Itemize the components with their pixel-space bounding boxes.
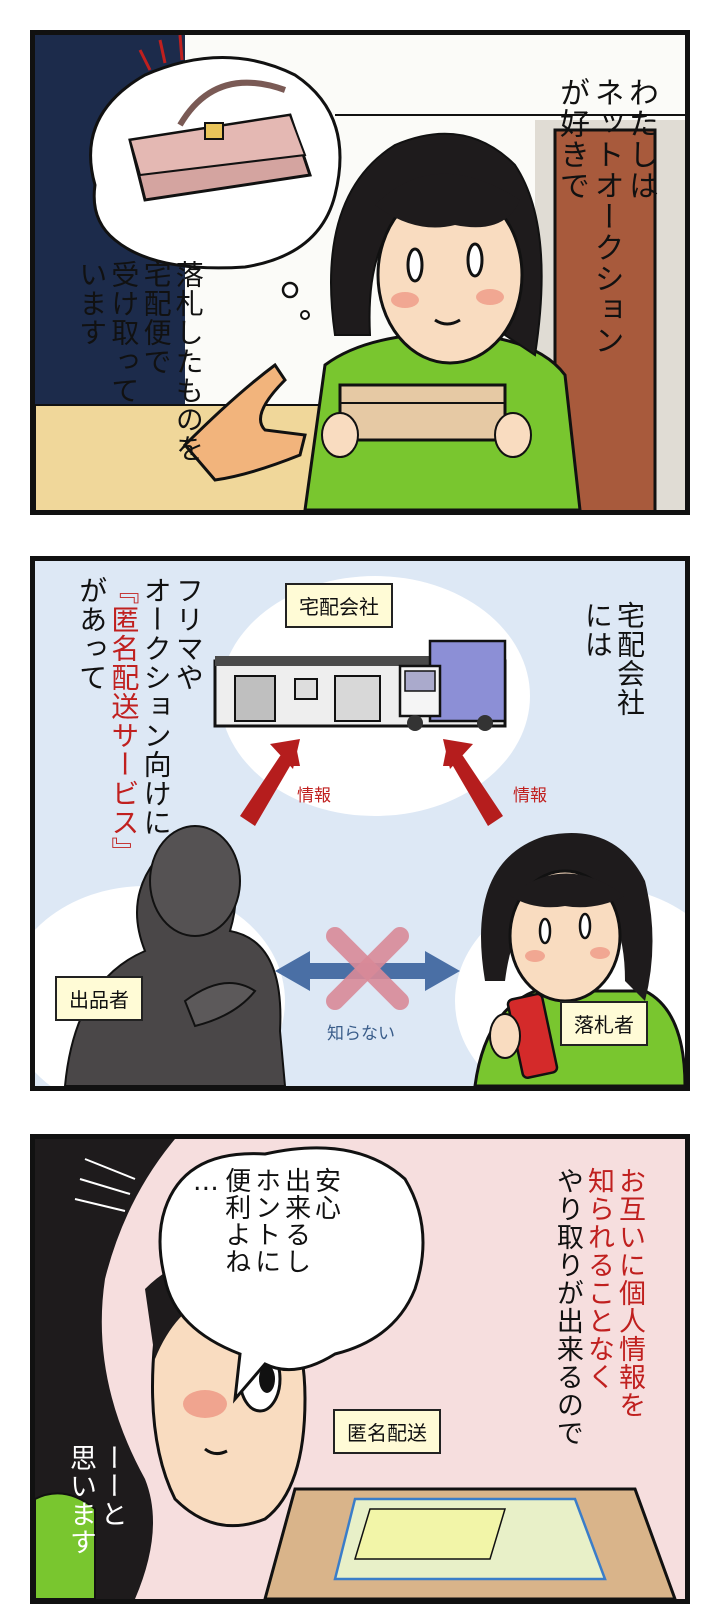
info-label-right: 情報 — [513, 786, 547, 806]
unknown-label: 知らない — [327, 1024, 395, 1044]
company-label: 宅配会社 — [285, 583, 393, 628]
panel-3: お互いに個人情報を 知られることなく やり取りが出来るので 安心 出来るし ホン… — [30, 1134, 690, 1604]
seller-label: 出品者 — [55, 976, 143, 1021]
panel-2-narration-left: フリマや オークション向けに 『匿名配送サービス』 があって — [75, 576, 205, 866]
panel-1-art — [35, 35, 685, 510]
panel-3-thought: ーーと 思います — [65, 1444, 128, 1556]
buyer-label: 落札者 — [560, 1001, 648, 1046]
info-label-left: 情報 — [297, 786, 331, 806]
handbag-icon — [128, 79, 312, 202]
cross-icon — [326, 927, 409, 1010]
panel-3-narration: お互いに個人情報を 知られることなく やり取りが出来るので — [551, 1167, 645, 1447]
panel-3-speech: 安心 出来るし ホントに 便利よね … — [190, 1167, 341, 1275]
panel-1-speech: 落札したものを 宅配便で 受け取って います — [75, 260, 205, 463]
panel-3-art — [35, 1139, 677, 1599]
truck-icon — [398, 639, 507, 731]
panel-2-narration-right: 宅配会社 には — [580, 601, 646, 717]
anonymous-delivery-label: 匿名配送 — [333, 1409, 441, 1454]
panel-1: わたしは ネットオークション が好きで 落札したものを 宅配便で 受け取って い… — [30, 30, 690, 515]
panel-2: 宅配会社 には フリマや オークション向けに 『匿名配送サービス』 があって 宅… — [30, 556, 690, 1091]
panel-1-narration: わたしは ネットオークション が好きで — [554, 77, 658, 356]
